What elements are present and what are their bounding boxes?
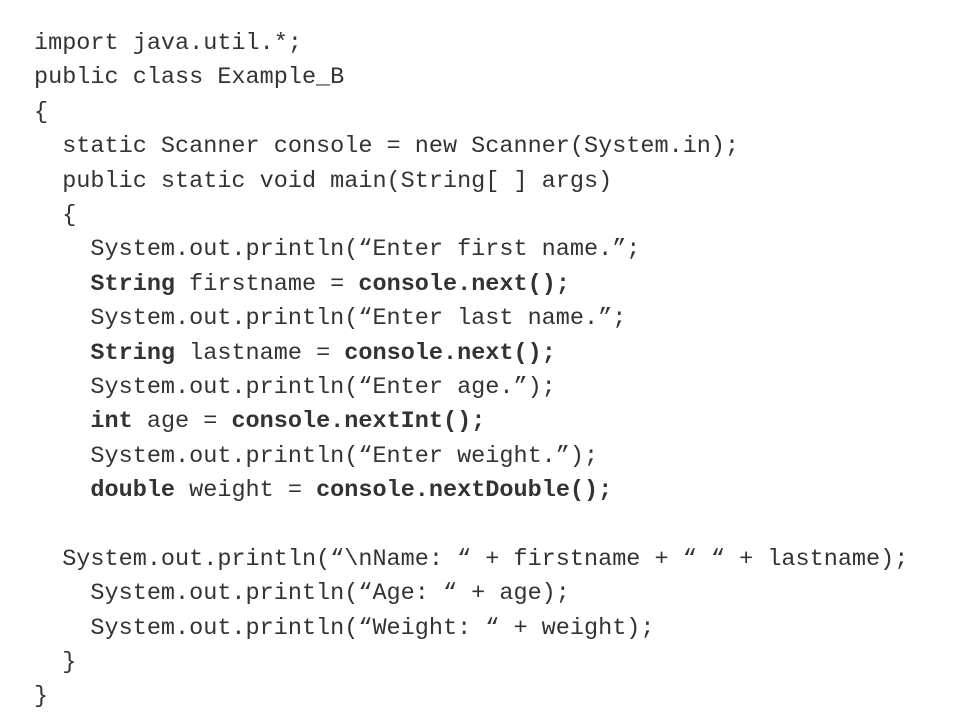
code-token: System.out.println(“Weight: “ + weight); — [34, 614, 655, 642]
code-token-bold: String — [90, 270, 176, 298]
code-token: firstname = — [175, 270, 359, 298]
code-line: System.out.println(“Age: “ + age); — [34, 577, 954, 611]
code-line: int age = console.nextInt(); — [34, 405, 954, 439]
code-line: String firstname = console.next(); — [34, 268, 954, 302]
code-line: String lastname = console.next(); — [34, 337, 954, 371]
code-token: weight = — [175, 477, 317, 505]
code-line: import java.util.*; — [34, 27, 954, 61]
code-line: System.out.println(“Enter age.”); — [34, 371, 954, 405]
code-token-bold: console.nextDouble(); — [316, 477, 613, 505]
code-line: System.out.println(“Enter last name.”; — [34, 302, 954, 336]
code-token: } — [34, 683, 49, 711]
code-token — [34, 271, 90, 298]
code-token: System.out.println(“Enter age.”); — [34, 373, 556, 401]
code-line: System.out.println(“Weight: “ + weight); — [34, 612, 954, 646]
code-token-bold: double — [90, 477, 176, 505]
code-line: public class Example_B — [34, 61, 954, 95]
code-token: System.out.println(“\nName: “ + firstnam… — [34, 545, 909, 573]
code-token: static Scanner console = new Scanner(Sys… — [34, 133, 740, 161]
code-listing: import java.util.*; public class Example_… — [34, 27, 954, 715]
code-token — [34, 408, 90, 435]
code-token: System.out.println(“Enter first name.”; — [34, 236, 641, 264]
code-token: public class Example_B — [34, 64, 345, 92]
code-line: System.out.println(“Enter weight.”); — [34, 440, 954, 474]
code-token — [34, 340, 90, 367]
code-token-bold: console.next(); — [358, 270, 570, 298]
code-token: import java.util.*; — [34, 30, 302, 57]
code-line: System.out.println(“\nName: “ + firstnam… — [34, 543, 954, 577]
code-token: System.out.println(“Enter weight.”); — [34, 442, 599, 470]
code-token — [34, 477, 90, 504]
code-token-bold: int — [90, 408, 133, 436]
code-token: { — [34, 98, 49, 126]
code-token: System.out.println(“Enter last name.”; — [34, 305, 627, 333]
code-line: static Scanner console = new Scanner(Sys… — [34, 130, 954, 164]
code-line: { — [34, 199, 954, 233]
code-line: } — [34, 646, 954, 680]
code-line: System.out.println(“Enter first name.”; — [34, 233, 954, 267]
code-token-bold: console.nextInt(); — [231, 408, 486, 436]
code-token: { — [34, 201, 77, 229]
code-token: lastname = — [175, 339, 345, 367]
code-token: age = — [132, 408, 232, 436]
code-token-bold: String — [90, 339, 176, 367]
code-line — [34, 508, 954, 542]
code-token: System.out.println(“Age: “ + age); — [34, 580, 570, 608]
code-token: } — [34, 649, 77, 677]
code-line: } — [34, 680, 954, 714]
code-line: { — [34, 96, 954, 130]
code-line: public static void main(String[ ] args) — [34, 165, 954, 199]
code-token: public static void main(String[ ] args) — [34, 167, 613, 195]
code-token-bold: console.next(); — [344, 339, 556, 367]
code-line: double weight = console.nextDouble(); — [34, 474, 954, 508]
